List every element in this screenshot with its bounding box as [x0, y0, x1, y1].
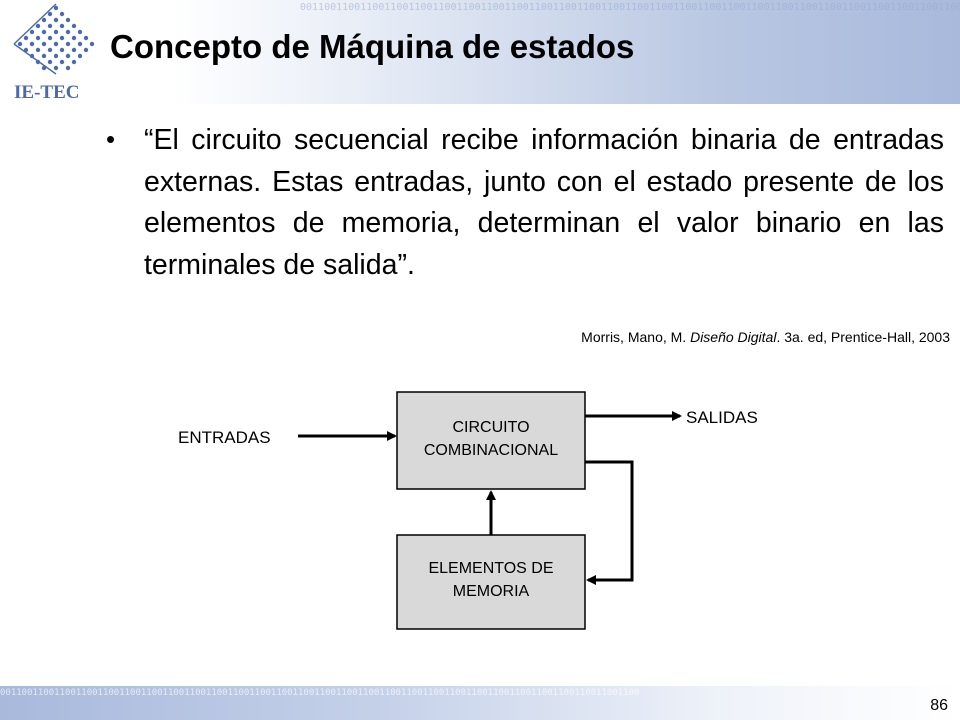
- citation-book-title: Diseño Digital: [690, 329, 777, 345]
- combinational-label-line-2: COMBINACIONAL: [423, 442, 559, 459]
- feedback-arrow: [585, 460, 634, 585]
- footer-binary-pattern: 0011001100110011001100110011001100110011…: [0, 688, 640, 698]
- citation-authors: Morris, Mano, M.: [581, 329, 691, 345]
- inputs-label: ENTRADAS: [178, 428, 271, 447]
- logo-text: IE-TEC: [14, 82, 80, 103]
- ie-tec-logo: [13, 3, 95, 75]
- binary-pattern-background: 0011001100110011001100110011001100110011…: [300, 2, 960, 13]
- combinational-block: [396, 391, 586, 490]
- bullet-marker: •: [106, 124, 116, 154]
- quote-text: “El circuito secuencial recibe informaci…: [144, 124, 944, 281]
- memory-label-line-1: ELEMENTOS DE: [428, 560, 554, 577]
- footer-bar: 0011001100110011001100110011001100110011…: [0, 686, 960, 720]
- page-number: 86: [930, 697, 948, 714]
- memory-block: [396, 534, 586, 630]
- header-bar: 0011001100110011001100110011001100110011…: [0, 0, 960, 104]
- outputs-label: SALIDAS: [686, 408, 758, 427]
- memory-label: ELEMENTOS DE MEMORIA: [397, 557, 585, 603]
- memory-label-line-2: MEMORIA: [452, 583, 530, 600]
- combinational-label: CIRCUITO COMBINACIONAL: [397, 416, 585, 462]
- citation-details: . 3a. ed, Prentice-Hall, 2003: [776, 329, 950, 345]
- combinational-label-line-1: CIRCUITO: [452, 419, 530, 436]
- citation: Morris, Mano, M. Diseño Digital. 3a. ed,…: [581, 329, 950, 345]
- slide-title: Concepto de Máquina de estados: [110, 28, 635, 65]
